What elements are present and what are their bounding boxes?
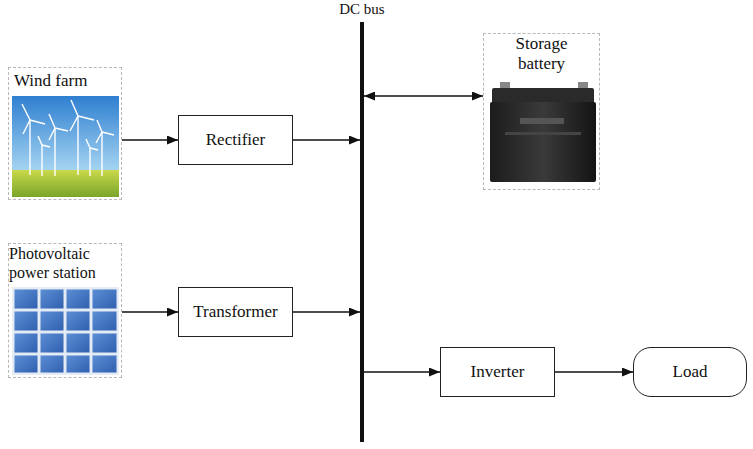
wind-farm-picture: [12, 96, 119, 197]
process-box: Transformer: [178, 287, 293, 337]
node-label: Load: [673, 362, 708, 382]
battery-box: Storage battery: [483, 33, 600, 190]
pv-station-box: Photovoltaic power station: [8, 243, 122, 378]
node-label: Wind farm: [12, 71, 89, 91]
dc-bus: DC bus: [360, 22, 364, 442]
node-label: Rectifier: [206, 130, 265, 150]
arrow-connector: [122, 139, 178, 141]
solar-panel-picture: [12, 287, 119, 375]
node-label: Photovoltaic power station: [9, 244, 121, 282]
battery-picture: [490, 82, 596, 182]
process-box: Inverter: [440, 347, 555, 397]
node-label: Transformer: [193, 302, 277, 322]
node-label: DC bus: [337, 0, 386, 18]
arrow-connector: [364, 95, 483, 97]
arrow-connector: [364, 371, 440, 373]
wind-farm-box: Wind farm: [8, 67, 122, 200]
arrow-connector: [555, 371, 633, 373]
load-box: Load: [633, 347, 747, 397]
node-label: Storage battery: [502, 34, 582, 74]
arrow-connector: [293, 311, 360, 313]
arrow-connector: [122, 311, 178, 313]
arrow-connector: [293, 139, 360, 141]
process-box: Rectifier: [178, 115, 293, 165]
node-label: Inverter: [471, 362, 525, 382]
